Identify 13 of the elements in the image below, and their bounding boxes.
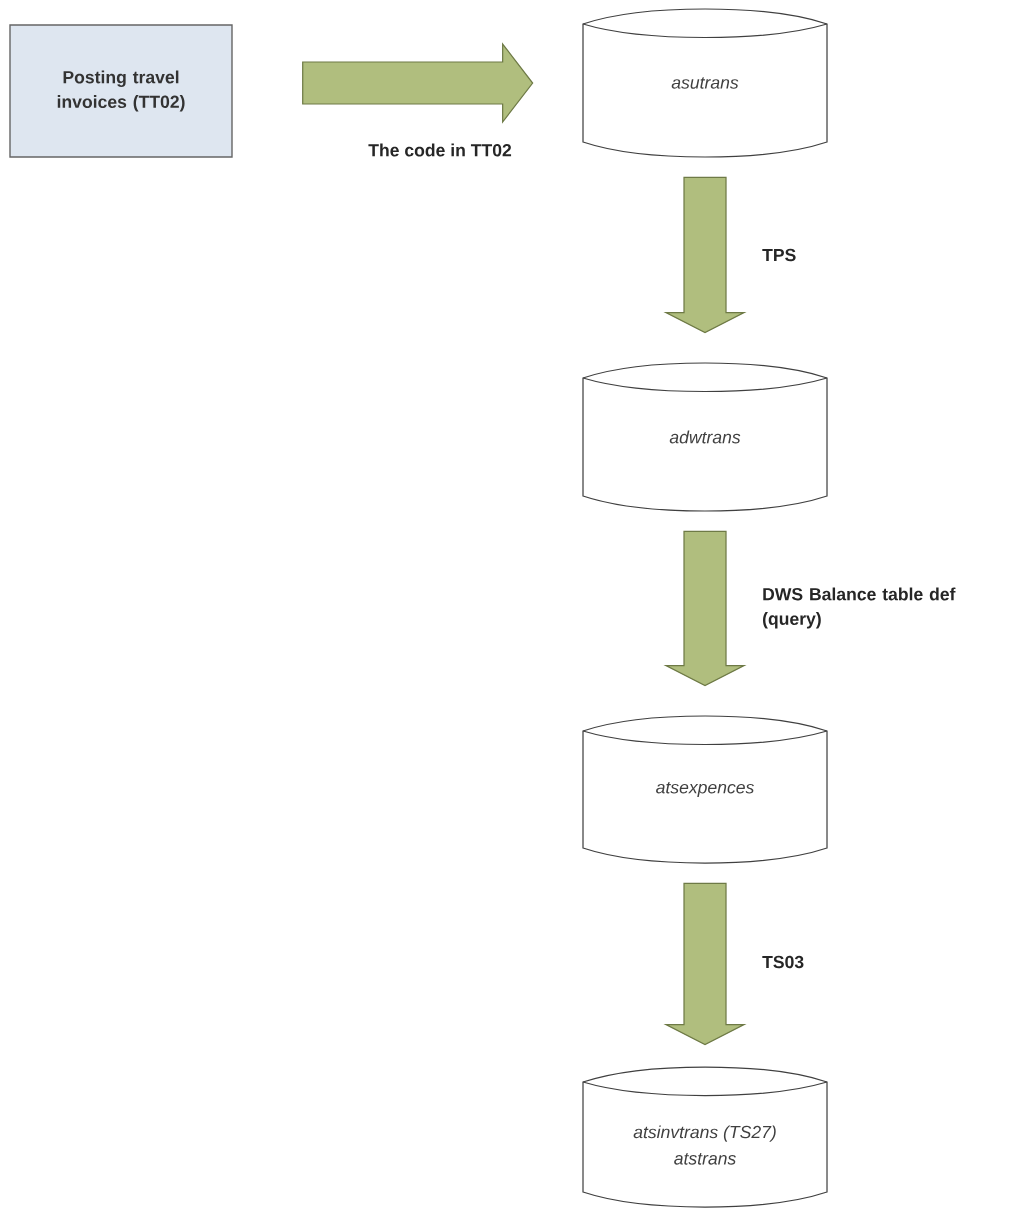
edge-label: DWS Balance table def (query) <box>763 587 956 629</box>
database-cylinder: adwtrans <box>582 362 828 512</box>
block-arrow <box>302 42 534 124</box>
block-arrow <box>663 882 747 1046</box>
edge-label: TS03 <box>762 955 804 969</box>
edge-label: The code in TT02 <box>368 143 512 157</box>
process-box: Posting travel invoices (TT02) <box>9 24 233 158</box>
block-arrow <box>663 176 747 334</box>
block-arrow <box>663 530 747 687</box>
database-cylinder: atsexpences <box>582 715 828 864</box>
database-cylinder: atsinvtrans (TS27) atstrans <box>582 1066 828 1208</box>
edge-label: TPS <box>762 248 796 262</box>
database-cylinder: asutrans <box>582 8 828 158</box>
